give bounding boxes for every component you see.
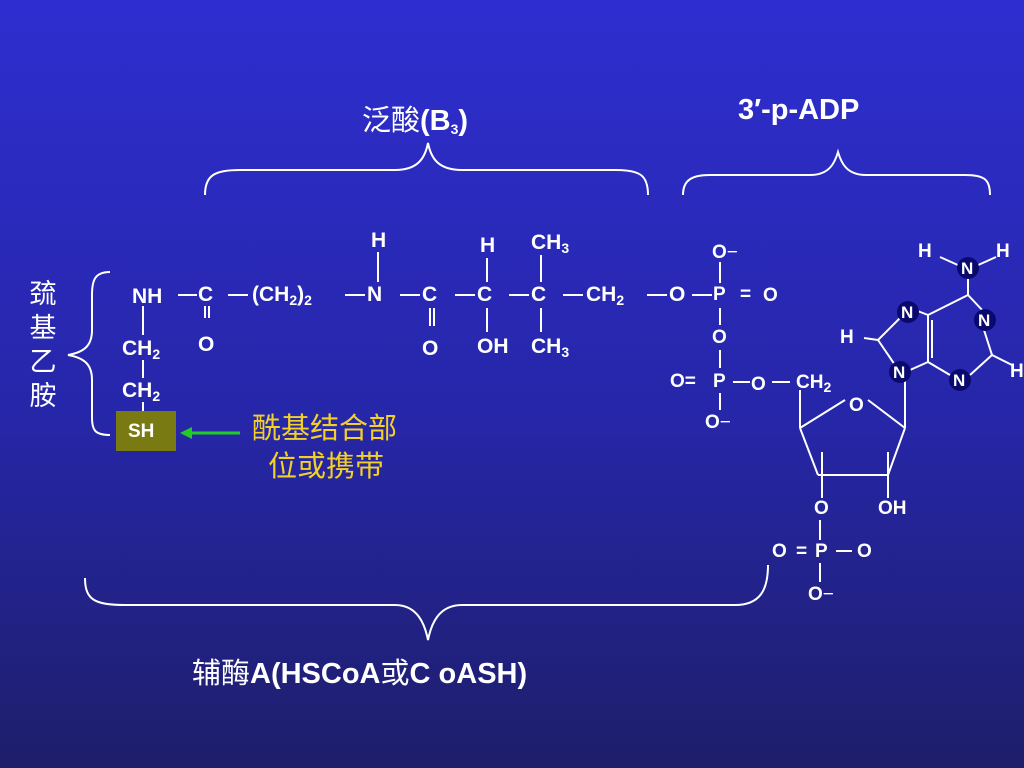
sh-highlight-box: [116, 411, 176, 451]
pantothenic-acid-label: 泛酸(B3): [362, 103, 469, 137]
imidazole-h: H: [840, 327, 854, 348]
pantothenic-brace: [204, 142, 649, 196]
atom-oh: OH: [477, 335, 509, 358]
bond-double-p3: =: [796, 541, 808, 562]
atom-nh: NH: [132, 285, 163, 308]
atom-p-2: P: [713, 371, 726, 392]
atom-o-minus-2: O−: [705, 412, 731, 433]
coenzyme-a-label: 辅酶A(HSCoA或C oASH): [192, 656, 528, 690]
adenine-n4: N: [893, 363, 906, 382]
atom-p-3: P: [815, 541, 828, 562]
acyl-site-label-line2: 位或携带: [268, 449, 385, 483]
adenine-n5: N: [953, 371, 966, 390]
atom-o-p2-link: O: [751, 374, 766, 395]
atom-o-bridge: O: [712, 327, 727, 348]
adp-label: 3′-p-ADP: [738, 94, 860, 126]
cysteamine-brace: [67, 271, 111, 436]
atom-o-eq-p2: O=: [670, 371, 696, 392]
atom-ch2-2: (CH2)2: [252, 283, 312, 308]
atom-oh-2prime: OH: [878, 498, 907, 519]
purine-h: H: [1010, 361, 1024, 382]
acyl-site-label-line1: 酰基结合部: [252, 411, 398, 445]
atom-ch3-top: CH3: [531, 231, 570, 256]
pointer-arrow: [180, 427, 240, 439]
atom-o-carbonyl-2: O: [422, 337, 439, 360]
atom-h-amide: H: [371, 229, 387, 252]
atom-ch2-cys-1: CH2: [122, 337, 161, 362]
atom-o-ester: O: [669, 283, 686, 306]
atom-ch2-cys-2: CH2: [122, 379, 161, 404]
atom-o-p1: O: [763, 285, 778, 306]
atom-o-minus-1: O−: [712, 242, 738, 263]
adenine-n3: N: [978, 311, 991, 330]
adp-brace: [682, 148, 991, 196]
atom-ch2-ribose: CH2: [796, 372, 832, 395]
atom-p-1: P: [713, 284, 726, 305]
adenine-n2: N: [901, 303, 914, 322]
atom-c-carbonyl-2: C: [422, 283, 438, 306]
cysteamine-label: 巯 基 乙 胺: [29, 279, 57, 412]
atom-o-3prime: O: [814, 498, 829, 519]
atom-c-hydroxyl: C: [477, 283, 493, 306]
atom-ch2-chain: CH2: [586, 283, 625, 308]
atom-o-ribose: O: [849, 395, 864, 416]
atom-c-quaternary: C: [531, 283, 547, 306]
atom-c-carbonyl-1: C: [198, 283, 214, 306]
adenine-n1: N: [961, 259, 974, 278]
atom-sh: SH: [128, 421, 155, 442]
atom-n-amide: N: [367, 283, 383, 306]
atom-o-minus-3: O−: [808, 584, 834, 605]
amine-h-right: H: [996, 241, 1010, 262]
adenine-ring-atoms: [889, 257, 996, 391]
atom-h-hydroxyl: H: [480, 234, 496, 257]
atom-o-eq-p3: O: [772, 541, 787, 562]
bond-double-p1: =: [740, 284, 752, 305]
atom-o-p3-right: O: [857, 541, 872, 562]
atom-o-carbonyl-1: O: [198, 333, 215, 356]
atom-ch3-bottom: CH3: [531, 335, 570, 360]
amine-h-left: H: [918, 241, 932, 262]
coa-brace: [84, 564, 769, 641]
